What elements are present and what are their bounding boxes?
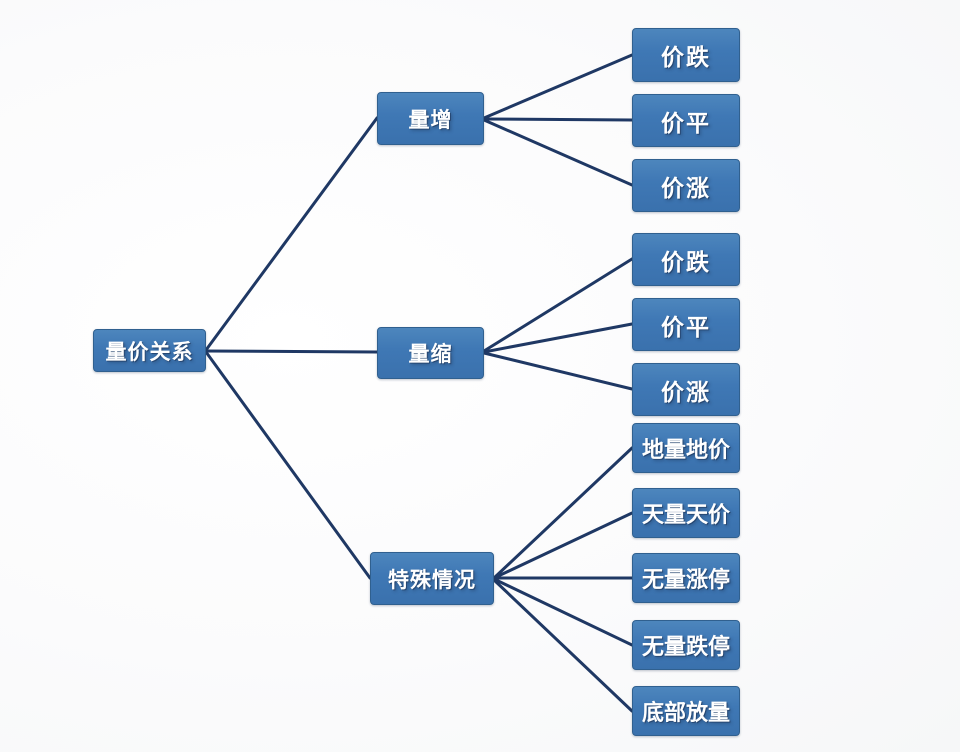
edge-branch-0-to-leaf-1 [482,117,634,122]
edge-branch-1-to-leaf-0 [482,257,634,353]
node-leaf-volume-down-price-rise-label: 价涨 [661,378,711,405]
node-leaf-peak-volume-peak-price[interactable]: 天量天价 [632,488,740,538]
node-leaf-volume-up-price-rise-label: 价涨 [661,174,711,201]
node-leaf-no-volume-limit-up[interactable]: 无量涨停 [632,553,740,603]
node-leaf-bottom-volume-surge[interactable]: 底部放量 [632,686,740,736]
edge-branch-2-to-leaf-3 [492,577,634,647]
node-leaf-floor-volume-floor-price-label: 地量地价 [641,437,730,462]
node-branch-special-cases[interactable]: 特殊情况 [370,552,494,605]
node-leaf-volume-up-price-flat-label: 价平 [661,109,711,136]
edge-branch-2-to-leaf-0 [492,446,634,580]
node-leaf-volume-up-price-rise[interactable]: 价涨 [632,159,740,212]
node-leaf-bottom-volume-surge-label: 底部放量 [641,700,730,725]
node-branch-volume-up-label: 量增 [408,108,453,132]
node-branch-volume-up[interactable]: 量增 [377,92,484,145]
edge-branch-1-to-leaf-1 [482,322,634,354]
node-root[interactable]: 量价关系 [93,329,206,372]
node-leaf-no-volume-limit-down-label: 无量跌停 [641,634,730,659]
edge-root-to-branch-2 [204,350,372,580]
node-leaf-volume-up-price-fall[interactable]: 价跌 [632,28,740,82]
node-leaf-volume-up-price-fall-label: 价跌 [661,44,711,70]
node-leaf-volume-down-price-flat-label: 价平 [661,313,711,340]
node-leaf-peak-volume-peak-price-label: 天量天价 [641,502,730,527]
edge-branch-1-to-leaf-2 [482,351,634,391]
node-leaf-volume-down-price-fall-label: 价跌 [661,248,711,275]
node-root-label: 量价关系 [105,340,194,364]
node-leaf-no-volume-limit-up-label: 无量涨停 [641,567,730,592]
edge-branch-2-to-leaf-1 [492,511,634,580]
edge-root-to-branch-0 [204,116,379,352]
node-branch-volume-down[interactable]: 量缩 [377,327,484,379]
node-leaf-no-volume-limit-down[interactable]: 无量跌停 [632,620,740,670]
node-leaf-volume-down-price-fall[interactable]: 价跌 [632,233,740,286]
node-leaf-volume-down-price-flat[interactable]: 价平 [632,298,740,351]
node-leaf-floor-volume-floor-price[interactable]: 地量地价 [632,423,740,473]
edge-branch-0-to-leaf-2 [482,118,634,187]
edge-branch-0-to-leaf-0 [482,53,634,120]
node-leaf-volume-up-price-flat[interactable]: 价平 [632,94,740,147]
node-branch-special-cases-label: 特殊情况 [388,568,476,592]
edge-root-to-branch-1 [204,349,379,354]
node-leaf-volume-down-price-rise[interactable]: 价涨 [632,363,740,416]
node-branch-volume-down-label: 量缩 [408,343,453,366]
edge-branch-2-to-leaf-4 [492,578,634,713]
